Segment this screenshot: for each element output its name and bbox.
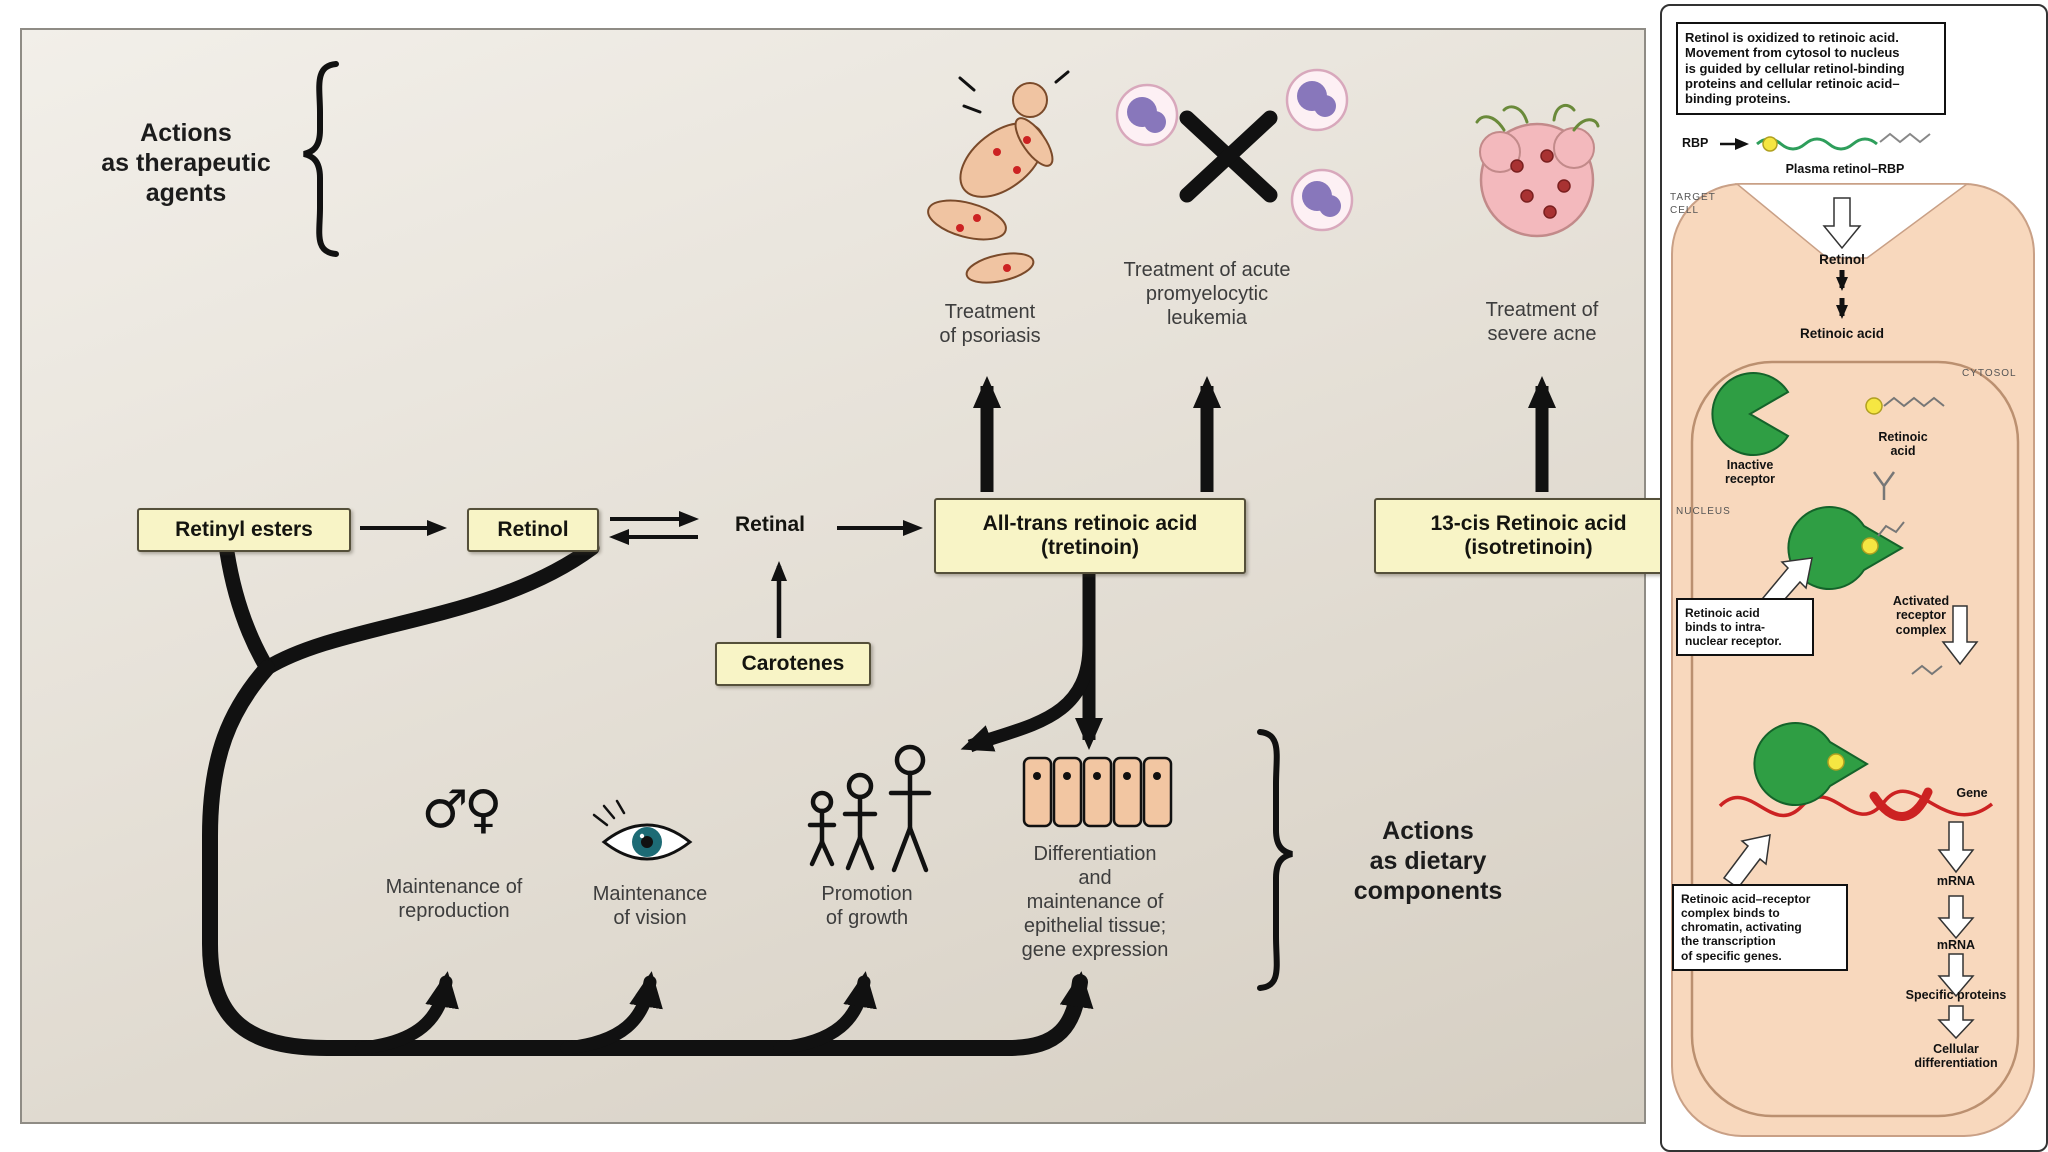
receptor-on-gene-icon bbox=[1753, 722, 1869, 806]
branch-to-vision bbox=[560, 971, 663, 1055]
psoriasis-figure-illustration bbox=[927, 70, 1070, 284]
x-mark-icon bbox=[1179, 110, 1278, 203]
entry-funnel-shape bbox=[1734, 183, 1970, 259]
mrna-label-1: mRNA bbox=[1936, 874, 1976, 888]
proteins-arrow-icon bbox=[1937, 1005, 1975, 1040]
caption-vision: Maintenance of vision bbox=[592, 883, 708, 929]
cellular-differentiation-label: Cellular differentiation bbox=[1914, 1042, 1998, 1071]
note-chromatin: Retinoic acid–receptor complex binds to … bbox=[1672, 884, 1848, 971]
inactive-receptor-icon bbox=[1711, 372, 1790, 456]
cytosol-label: CYTOSOL bbox=[1962, 368, 2017, 379]
branch-from-retinal bbox=[259, 540, 600, 676]
caption-leukemia: Treatment of acute promyelocytic leukemi… bbox=[1123, 259, 1291, 329]
panel-artwork bbox=[1671, 132, 2035, 1137]
dietary-brace-icon bbox=[1257, 729, 1293, 991]
node-13-cis-retinoic-acid: 13-cis Retinoic acid (isotretinoin) bbox=[1374, 498, 1683, 574]
branch-to-reproduction bbox=[355, 971, 459, 1055]
note-retinol-oxidized: Retinol is oxidized to retinoic acid. Mo… bbox=[1676, 22, 1946, 115]
retinol-label: Retinol bbox=[1819, 252, 1865, 267]
epithelial-cells-icon bbox=[1022, 756, 1173, 828]
specific-proteins-label: Specific proteins bbox=[1905, 988, 2007, 1002]
ligand-molecule-icon bbox=[1911, 664, 1943, 676]
caption-epithelial: Differentiation and maintenance of epith… bbox=[1021, 843, 1169, 961]
branch-from-retinyl-esters bbox=[219, 544, 275, 676]
vitamin-a-actions-diagram: Actions as therapeutic agents Actions as… bbox=[20, 28, 1683, 1124]
gene-segment bbox=[1869, 787, 1933, 821]
hair-tufts bbox=[1475, 103, 1600, 132]
dietary-branch-curves bbox=[202, 540, 1094, 1056]
growth-figures-icon bbox=[807, 744, 932, 873]
entry-arrow-icon bbox=[1822, 197, 1862, 250]
conversion-arrows bbox=[360, 511, 923, 638]
acne-illustration bbox=[1475, 103, 1600, 238]
therapeutic-brace-icon bbox=[303, 61, 339, 257]
caption-reproduction: Maintenance of reproduction bbox=[385, 876, 523, 922]
plasma-retinol-rbp-illustration bbox=[1720, 132, 1931, 152]
target-cell-label: TARGET CELL bbox=[1670, 192, 1716, 216]
activated-receptor-label: Activated receptor complex bbox=[1892, 594, 1950, 637]
inactive-receptor-label: Inactive receptor bbox=[1724, 458, 1776, 487]
gene-to-mrna-arrow-icon bbox=[1937, 821, 1975, 874]
complex-to-gene-arrow-icon bbox=[1941, 605, 1979, 666]
therapeutic-actions-label: Actions as therapeutic agents bbox=[101, 119, 271, 207]
nucleus-label: NUCLEUS bbox=[1676, 506, 1731, 517]
male-female-icon: ♂♀ bbox=[421, 780, 503, 840]
node-retinol: Retinol bbox=[467, 508, 599, 552]
retinoic-acid-small-label: Retinoic acid bbox=[1878, 430, 1928, 459]
branch-to-growth bbox=[773, 971, 877, 1055]
node-all-trans-retinoic-acid: All-trans retinoic acid (tretinoin) bbox=[934, 498, 1246, 574]
retinoic-acid-signaling-panel: Retinol is oxidized to retinoic acid. Mo… bbox=[1660, 4, 2048, 1152]
dietary-trunk bbox=[202, 660, 1094, 1056]
mrna-arrow-2-icon bbox=[1937, 953, 1975, 998]
caption-growth: Promotion of growth bbox=[821, 883, 913, 929]
atra-to-growth-arrow bbox=[960, 644, 1096, 753]
node-retinal: Retinal bbox=[734, 513, 805, 536]
dietary-actions-label: Actions as dietary components bbox=[1353, 817, 1503, 905]
retinoic-acid-label: Retinoic acid bbox=[1799, 326, 1885, 341]
node-carotenes: Carotenes bbox=[715, 642, 871, 686]
eye-icon bbox=[592, 799, 693, 861]
node-retinyl-esters: Retinyl esters bbox=[137, 508, 351, 552]
leukemia-cells-illustration bbox=[1115, 68, 1354, 232]
therapy-arrows bbox=[960, 376, 1556, 753]
caption-psoriasis: Treatment of psoriasis bbox=[939, 301, 1041, 347]
rbp-label: RBP bbox=[1682, 136, 1709, 150]
caption-acne: Treatment of severe acne bbox=[1485, 299, 1599, 345]
mrna-label-2: mRNA bbox=[1936, 938, 1976, 952]
mrna-arrow-1-icon bbox=[1937, 895, 1975, 940]
note-binds-receptor: Retinoic acid binds to intra- nuclear re… bbox=[1676, 598, 1814, 657]
chromatin-note-arrow-icon bbox=[1722, 834, 1771, 890]
diagram-artwork bbox=[202, 61, 1600, 1056]
gene-label: Gene bbox=[1956, 786, 1988, 800]
plasma-retinol-rbp-label: Plasma retinol–RBP bbox=[1785, 162, 1905, 176]
activated-receptor-icon bbox=[1787, 506, 1905, 590]
retinoic-acid-molecule-icon bbox=[1865, 396, 1945, 500]
dna-gene-illustration bbox=[1718, 722, 1994, 821]
